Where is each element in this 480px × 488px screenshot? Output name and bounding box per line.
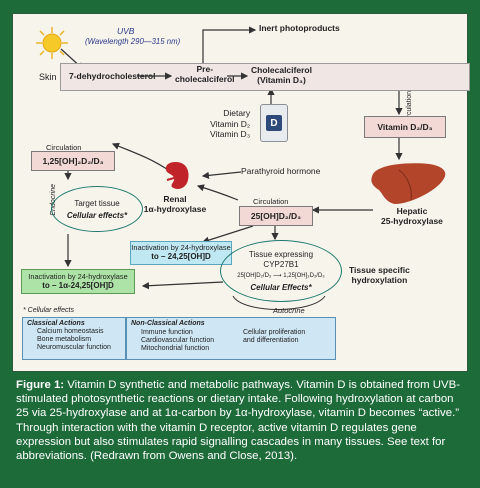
hepatic-label: Hepatic 25-hydroxylase: [381, 206, 443, 226]
classical-actions-box: Classical Actions Calcium homeostasis Bo…: [22, 317, 126, 360]
tissue-expressing-ellipse: Tissue expressing CYP27B1 25[OH]D₂/D₃ ⟶ …: [220, 240, 342, 302]
inactivation-box-1: Inactivation by 24-hydroxylase to – 24,2…: [130, 241, 232, 265]
dehydrocholesterol-label: 7-dehydrocholesterol: [69, 71, 156, 81]
sun-icon: [36, 27, 68, 59]
dietary-label: Dietary Vitamin D₂ Vitamin D₃: [210, 108, 251, 139]
conversion-label: 25[OH]D₂/D₃ ⟶ 1,25[OH]₂D₂/D₃: [237, 273, 325, 279]
connector-arrows: [60, 26, 403, 310]
tissue-specific-label: Tissue specific hydroxylation: [349, 265, 410, 285]
precholecalciferol-label: Pre- cholecalciferol: [175, 64, 235, 84]
cellular-effects-note: * Cellular effects: [23, 307, 74, 314]
tissue-cellular-effects: Cellular Effects*: [250, 283, 312, 292]
inactivation-text-1: Inactivation by 24-hydroxylase: [131, 243, 231, 253]
target-tissue-ellipse: Target tissue Cellular effects*: [51, 186, 143, 232]
uvb-wavelength: (Wavelength 290—315 nm): [85, 37, 181, 46]
nonclassical-item: Cardiovascular function: [141, 337, 215, 344]
nonclassical-item: Cellular proliferation: [243, 329, 306, 336]
classical-title: Classical Actions: [27, 320, 85, 327]
diagram-panel: UVB (Wavelength 290—315 nm) Inert photop…: [13, 14, 470, 371]
circulation-label-2: Circulation: [253, 197, 289, 206]
inert-photoproducts: Inert photoproducts: [259, 23, 340, 33]
tissue-expressing-label: Tissue expressing CYP27B1: [248, 250, 314, 269]
figure-caption-text: Vitamin D synthetic and metabolic pathwa…: [16, 379, 461, 463]
target-cellular-effects: Cellular effects*: [66, 210, 128, 220]
inactivation-box-2: Inactivation by 24-hydroxylase to – 1α-2…: [21, 269, 135, 294]
inactivation-text-1b: to – 24,25[OH]D: [151, 252, 211, 261]
skin-arrow-2: [227, 72, 249, 80]
classical-item: Bone metabolism: [37, 336, 92, 343]
nonclassical-item: Immune function: [141, 329, 193, 336]
figure-label: Figure 1:: [16, 379, 65, 391]
classical-item: Calcium homeostasis: [37, 328, 104, 335]
target-tissue-label: Target tissue: [74, 198, 120, 208]
nonclassical-actions-box: Non-Classical Actions Immune function Ca…: [126, 317, 336, 360]
parathyroid-hormone-label: Parathyroid hormone: [241, 166, 321, 176]
circulation-label-1: Circulation: [46, 143, 82, 152]
figure-caption: Figure 1: Vitamin D synthetic and metabo…: [16, 378, 464, 482]
autocrine-label: Autocrine: [273, 306, 305, 315]
d125-box: 1,25[OH]₂D₂/D₃: [31, 151, 115, 171]
nonclassical-item: Mitochondrial function: [141, 345, 210, 352]
liver-icon: [371, 163, 446, 204]
vitamin-d-pill-icon: D: [260, 104, 288, 142]
renal-label: Renal 1α-hydroxylase: [143, 194, 207, 214]
classical-item: Neuromuscular function: [37, 344, 111, 351]
inactivation-text-2b: to – 1α-24,25[OH]D: [42, 280, 114, 290]
inactivation-text-2: Inactivation by 24-hydroxylase: [28, 271, 128, 281]
skin-arrow-1: [137, 72, 173, 80]
kidney-icon: [165, 162, 189, 189]
nonclassical-title: Non-Classical Actions: [131, 320, 205, 327]
uvb-label: UVB: [117, 26, 135, 36]
skin-band: [60, 63, 470, 91]
skin-label: Skin: [39, 72, 57, 82]
nonclassical-item: and differentiation: [243, 337, 299, 344]
vitamin-d2-d3-box: Vitamin D₂/D₃: [364, 116, 446, 138]
d25-box: 25[OH]D₂/D₃: [239, 206, 313, 226]
cholecalciferol-label: Cholecalciferol (Vitamin D₃): [251, 65, 312, 85]
